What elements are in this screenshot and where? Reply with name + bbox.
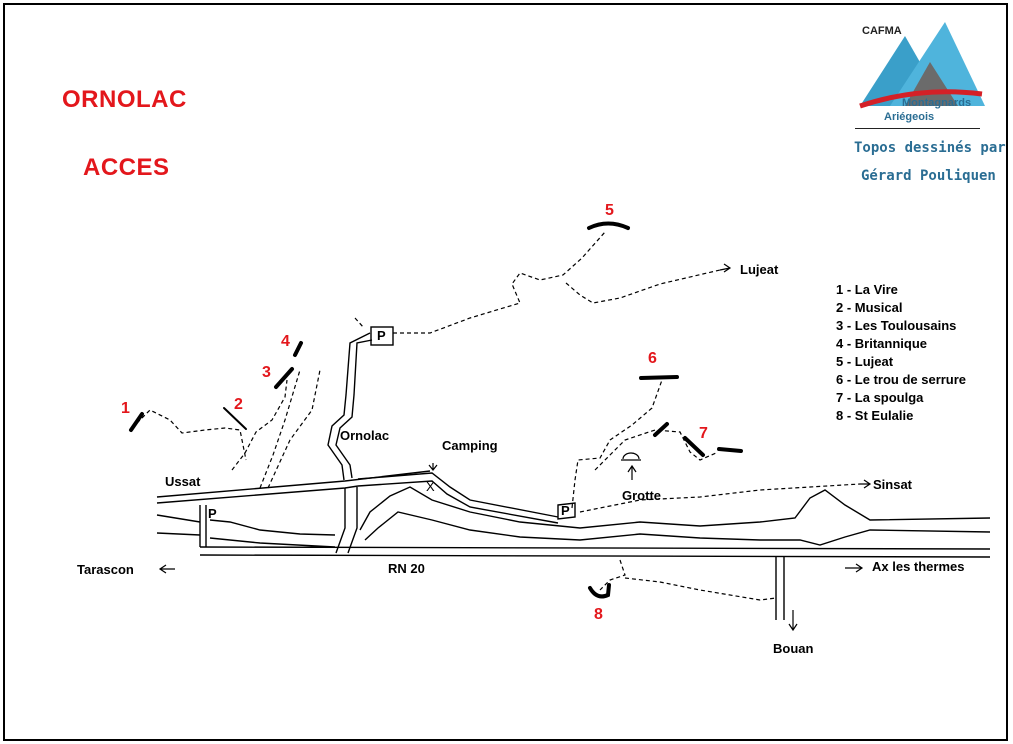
place-ornolac: Ornolac — [340, 428, 390, 443]
legend-item: 7 - La spoulga — [836, 390, 924, 405]
legend-item: 8 - St Eulalie — [836, 408, 914, 423]
parking-label-right: P — [561, 503, 570, 518]
sector-legend: 1 - La Vire 2 - Musical 3 - Les Toulousa… — [836, 281, 966, 425]
logo-brand-line2: Ariégeois — [884, 111, 935, 123]
river — [156, 486, 991, 536]
sector-number-1: 1 — [121, 400, 130, 417]
sector-mark-3 — [274, 367, 294, 389]
legend-item: 6 - Le trou de serrure — [836, 372, 967, 387]
sector-mark-4 — [293, 341, 303, 357]
parking-label-top: P — [377, 328, 386, 343]
place-ax: Ax les thermes — [872, 559, 965, 574]
credit-line2: Gérard Pouliquen — [861, 168, 996, 184]
map-frame — [3, 3, 1008, 741]
logo-org: CAFMA — [862, 25, 902, 37]
legend-item: 3 - Les Toulousains — [836, 318, 957, 333]
map-title: ORNOLAC — [62, 86, 187, 113]
sector-number-3: 3 — [262, 364, 271, 381]
sector-mark-5 — [587, 221, 630, 230]
sector-number-2: 2 — [234, 396, 243, 413]
legend-item: 1 - La Vire — [836, 282, 898, 297]
svg-text:X: X — [426, 479, 435, 494]
sector-mark-8 — [588, 583, 611, 599]
map-subtitle: ACCES — [83, 154, 170, 181]
sector-mark-6 — [639, 375, 679, 380]
logo-divider — [855, 128, 980, 129]
sector-mark-7 — [653, 422, 743, 457]
place-camping: Camping — [442, 438, 498, 453]
cafma-logo: CAFMA Montagnards Ariégeois Topos dessin… — [850, 18, 1006, 193]
sector-number-4: 4 — [281, 333, 290, 350]
place-bouan: Bouan — [773, 641, 814, 656]
legend-item: 5 - Lujeat — [836, 354, 894, 369]
ornolac-road — [327, 332, 371, 481]
legend-item: 2 - Musical — [836, 300, 903, 315]
place-grotte: Grotte — [622, 488, 661, 503]
sector-number-5: 5 — [605, 202, 614, 219]
sector-number-6: 6 — [648, 350, 657, 367]
parking-label-left: P — [208, 506, 217, 521]
rn20-road — [199, 546, 991, 550]
legend-item: 4 - Britannique — [836, 336, 928, 351]
sector-mark-2 — [223, 407, 247, 430]
ussat-road — [156, 470, 431, 498]
place-tarascon: Tarascon — [77, 562, 134, 577]
mountain-logo-icon — [859, 22, 985, 109]
credit-line1: Topos dessinés par — [854, 140, 1006, 156]
sector-mark-1 — [129, 412, 144, 432]
road-rn20: RN 20 — [388, 561, 425, 576]
sector-number-8: 8 — [594, 606, 603, 623]
place-sinsat: Sinsat — [873, 477, 913, 492]
logo-brand-line1: Montagnards — [902, 97, 972, 109]
place-lujeat: Lujeat — [740, 262, 779, 277]
sector-number-7: 7 — [699, 425, 708, 442]
cave-icon — [621, 452, 641, 461]
place-ussat: Ussat — [165, 474, 201, 489]
